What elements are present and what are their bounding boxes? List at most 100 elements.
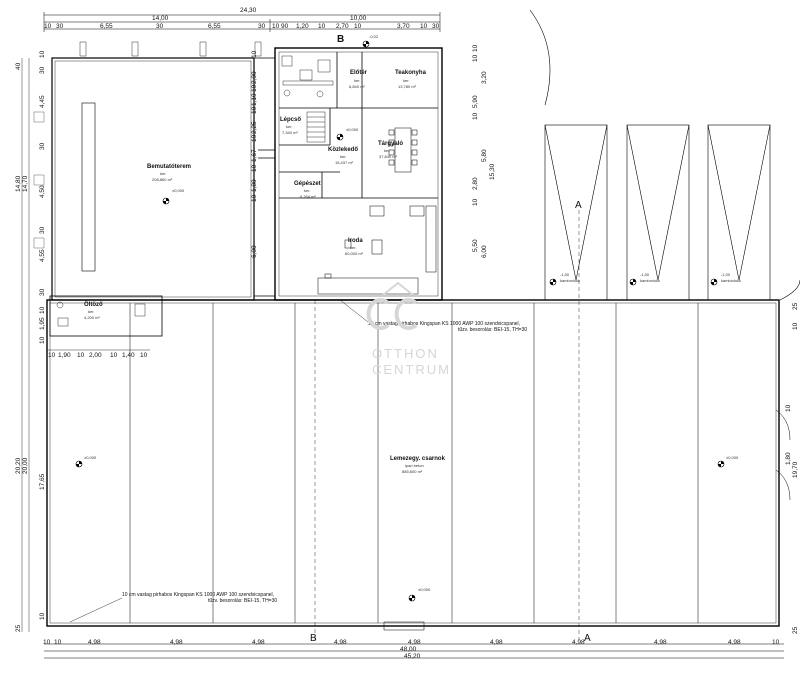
room-csarnok-floor: ipari beton [405,463,424,468]
loading-docks: A -1,00 kamionlokk -1,00 kamionlokk -1,0… [544,124,771,640]
svg-text:30: 30 [39,226,46,234]
left-dim-labels: 40 10 30 4,45 30 14,80 14,70 4,50 30 4,5… [15,50,46,632]
level-hall-right: ±0,000 [726,455,739,460]
svg-text:6,55: 6,55 [100,23,113,30]
svg-text:10: 10 [39,306,46,314]
section-mark-a-top: A [575,200,582,211]
level-kozlekedo: ±0,000 [346,127,359,132]
svg-text:40: 40 [15,62,22,70]
svg-text:25: 25 [15,624,22,632]
logo-line1: OTTHON [372,346,439,361]
dim-total-width: 24,30 [240,7,257,14]
level-marker-icon [336,133,344,141]
inner-dim-labels: 10 2,00 10 1,10 10 2,25 10 1,67 10 1,80 … [251,50,258,258]
bottom-dimensions [44,643,784,659]
svg-text:30: 30 [156,23,164,30]
svg-text:1,40: 1,40 [122,352,135,359]
svg-text:10: 10 [39,336,46,344]
svg-text:4,98: 4,98 [728,639,741,646]
svg-text:4,98: 4,98 [170,639,183,646]
svg-text:1,95: 1,95 [39,317,46,330]
svg-text:3,20: 3,20 [481,71,488,84]
level-bemutatoterem: ±0,000 [172,188,185,193]
level-hall-bottom: ±0,000 [418,587,431,592]
svg-text:10: 10 [39,50,46,58]
arc-curve [529,9,551,106]
room-bemutatoterem-area: 208,860 m² [152,177,173,182]
room-teakonyha-area: 13,780 m² [398,84,417,89]
svg-text:6,00: 6,00 [481,245,488,258]
svg-text:17,65: 17,65 [39,473,46,490]
room-targyalo-name: Tárgyaló [378,141,403,147]
level-marker-icon [717,460,725,468]
svg-text:4,45: 4,45 [39,95,46,108]
room-kozlekedo-name: Közlekedő [328,147,358,153]
top-dimensions [43,12,441,32]
ramp-1-label: kamionlokk [560,278,580,283]
svg-text:30: 30 [39,142,46,150]
top-dim-row: 10 30 6,55 30 6,55 30 10 90 1,20 10 2,70… [44,23,440,30]
svg-text:1,80: 1,80 [785,452,792,465]
svg-text:2,00: 2,00 [89,352,102,359]
room-oltozo-floor: ker. [88,309,94,314]
dim-right-width: 10,00 [350,15,367,22]
svg-text:10: 10 [472,54,479,62]
room-eloter-area: 6,840 m² [349,84,365,89]
svg-text:10: 10 [39,612,46,620]
level-marker-icon [710,278,718,286]
room-gepeszet-floor: ker. [304,188,310,193]
room-gepeszet-name: Gépészet [294,181,321,187]
level-marker-icon [75,460,83,468]
cloakroom-dims: 10 1,90 10 2,00 10 1,40 10 [47,349,150,359]
svg-text:1,80: 1,80 [251,179,258,192]
section-mark-b-top: B [337,34,344,45]
room-bemutatoterem-name: Bemutatóterem [147,164,191,170]
svg-text:10: 10 [251,194,258,202]
ramp-3-label: kamionlokk [721,278,741,283]
bottom-dim-bays: 10 10 4,98 4,98 4,98 4,98 4,98 4,98 4,98… [43,639,780,646]
svg-text:25: 25 [792,626,799,634]
svg-text:30: 30 [39,288,46,296]
svg-text:14,70: 14,70 [22,175,29,192]
svg-text:10: 10 [472,112,479,120]
svg-text:10: 10 [251,50,258,58]
level-marker-icon [408,594,416,602]
room-teakonyha-name: Teakonyha [395,70,427,76]
room-oltozo-area: 4,200 m² [84,315,100,320]
room-lepcso-name: Lépcső [280,117,301,123]
svg-text:2,00: 2,00 [251,71,258,84]
svg-text:3,70: 3,70 [397,23,410,30]
level-marker-icon [629,278,637,286]
svg-text:4,98: 4,98 [88,639,101,646]
svg-text:2,25: 2,25 [251,121,258,134]
svg-text:20,00: 20,00 [22,457,29,474]
svg-text:6,00: 6,00 [251,245,258,258]
svg-text:10: 10 [44,23,52,30]
dim-bottom-total: 45,20 [404,653,421,660]
section-mark-a-bottom: A [584,633,591,644]
level-marker-icon [362,40,370,48]
svg-text:10: 10 [251,134,258,142]
svg-text:1,10: 1,10 [251,93,258,106]
arc-curve-right [779,279,800,301]
room-kozlekedo-area: 15,437 m² [335,160,354,165]
note-panel-bottom-2: tűzv. besorolás: BEI-15, TH=30 [208,598,277,604]
svg-text:4,98: 4,98 [654,639,667,646]
svg-text:10: 10 [251,84,258,92]
right-dim-labels: 10 10 3,20 5,90 10 5,80 15,30 2,80 10 5,… [472,44,799,330]
svg-text:4,98: 4,98 [490,639,503,646]
svg-text:4,98: 4,98 [408,639,421,646]
svg-text:15,30: 15,30 [489,163,496,180]
svg-text:30: 30 [258,23,266,30]
room-lepcso-area: 7,340 m² [282,130,298,135]
room-iroda-floor: ker. [350,245,356,250]
svg-text:5,90: 5,90 [472,95,479,108]
svg-text:4,98: 4,98 [334,639,347,646]
svg-text:6,55: 6,55 [208,23,221,30]
room-bemutatoterem-floor: ker. [160,171,166,176]
svg-text:1,67: 1,67 [251,149,258,162]
logo-line2: CENTRUM [372,362,451,377]
room-oltozo-name: Öltöző [84,301,103,308]
room-lepcso-floor: ker. [286,124,292,129]
